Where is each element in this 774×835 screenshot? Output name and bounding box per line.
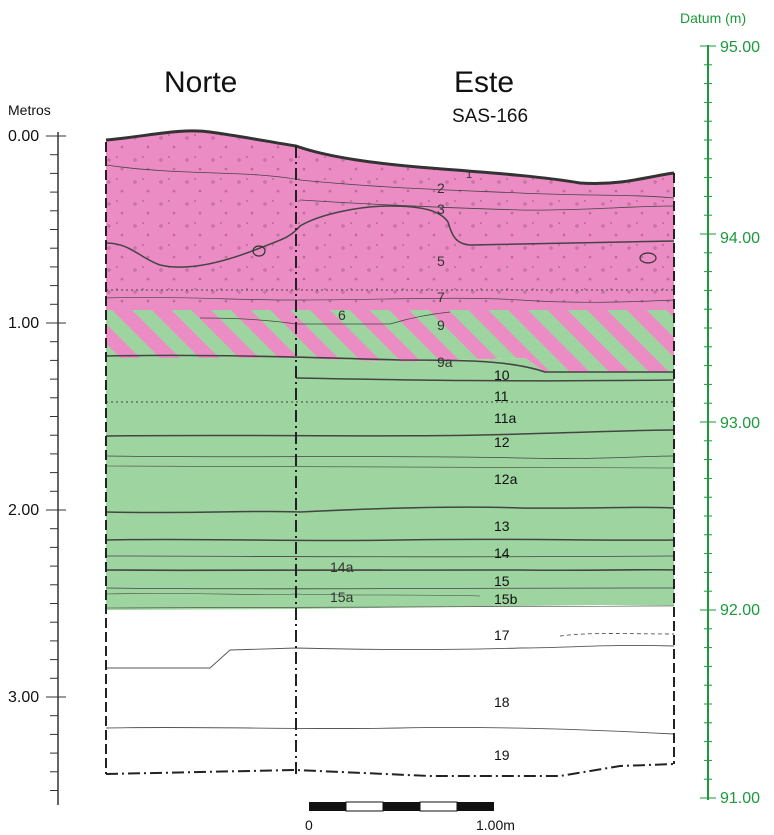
lower-boundaries: [105, 633, 675, 735]
left-tick-label: 2.00: [8, 502, 39, 519]
layer-label: 9: [437, 317, 445, 333]
layer-boundaries: [105, 164, 675, 609]
este-heading: Este: [454, 66, 514, 99]
layer-label: 11: [494, 388, 509, 404]
pink-texture: [106, 130, 674, 310]
profile-frame: [105, 142, 675, 777]
layer-label: 10: [494, 367, 510, 383]
green-deposit: [106, 358, 674, 610]
layer-label: 5: [437, 253, 445, 269]
scale-bar: [309, 801, 494, 812]
left-tick-label: 3.00: [8, 689, 39, 706]
left-tick-label: 0.00: [8, 128, 39, 145]
scale-end-label: 1.00m: [476, 817, 515, 833]
layer-label: 2: [437, 180, 445, 196]
left-axis: [46, 132, 66, 805]
layer-label: 1: [466, 169, 472, 181]
layer-label: 11a: [494, 410, 517, 426]
norte-heading: Norte: [164, 66, 237, 99]
datum-tick-label: 92.00: [720, 602, 760, 619]
datum-tick-label: 93.00: [720, 415, 760, 432]
scale-start-label: 0: [305, 817, 313, 833]
layer-label: 14: [494, 545, 510, 561]
layer-label: 13: [494, 518, 510, 534]
stones: [252, 245, 657, 264]
layer-label: 19: [494, 747, 510, 763]
layer-label: 12a: [494, 471, 518, 487]
layer-label: 15a: [330, 589, 354, 605]
layer-label: 12: [494, 434, 510, 450]
ground-surface: [105, 129, 675, 186]
layer-label: 15b: [494, 591, 518, 607]
datum-tick-label: 94.00: [720, 230, 760, 247]
right-datum-axis: [700, 45, 716, 800]
right-axis-title: Datum (m): [680, 10, 746, 26]
layer-label: 15: [494, 573, 510, 589]
left-tick-label: 1.00: [8, 315, 39, 332]
layer-label: 14a: [330, 559, 354, 575]
unit-code-label: SAS-166: [452, 106, 528, 127]
layer-label: 18: [494, 694, 510, 710]
layer-label: 3: [437, 201, 445, 217]
datum-tick-label: 95.00: [720, 39, 760, 56]
left-axis-title: Metros: [8, 102, 51, 118]
layer-label: 17: [494, 627, 510, 643]
datum-tick-label: 91.00: [720, 790, 760, 807]
layer-label: 6: [338, 307, 346, 323]
layer-label: 7: [437, 289, 445, 305]
layer-label: 9a: [437, 354, 453, 370]
